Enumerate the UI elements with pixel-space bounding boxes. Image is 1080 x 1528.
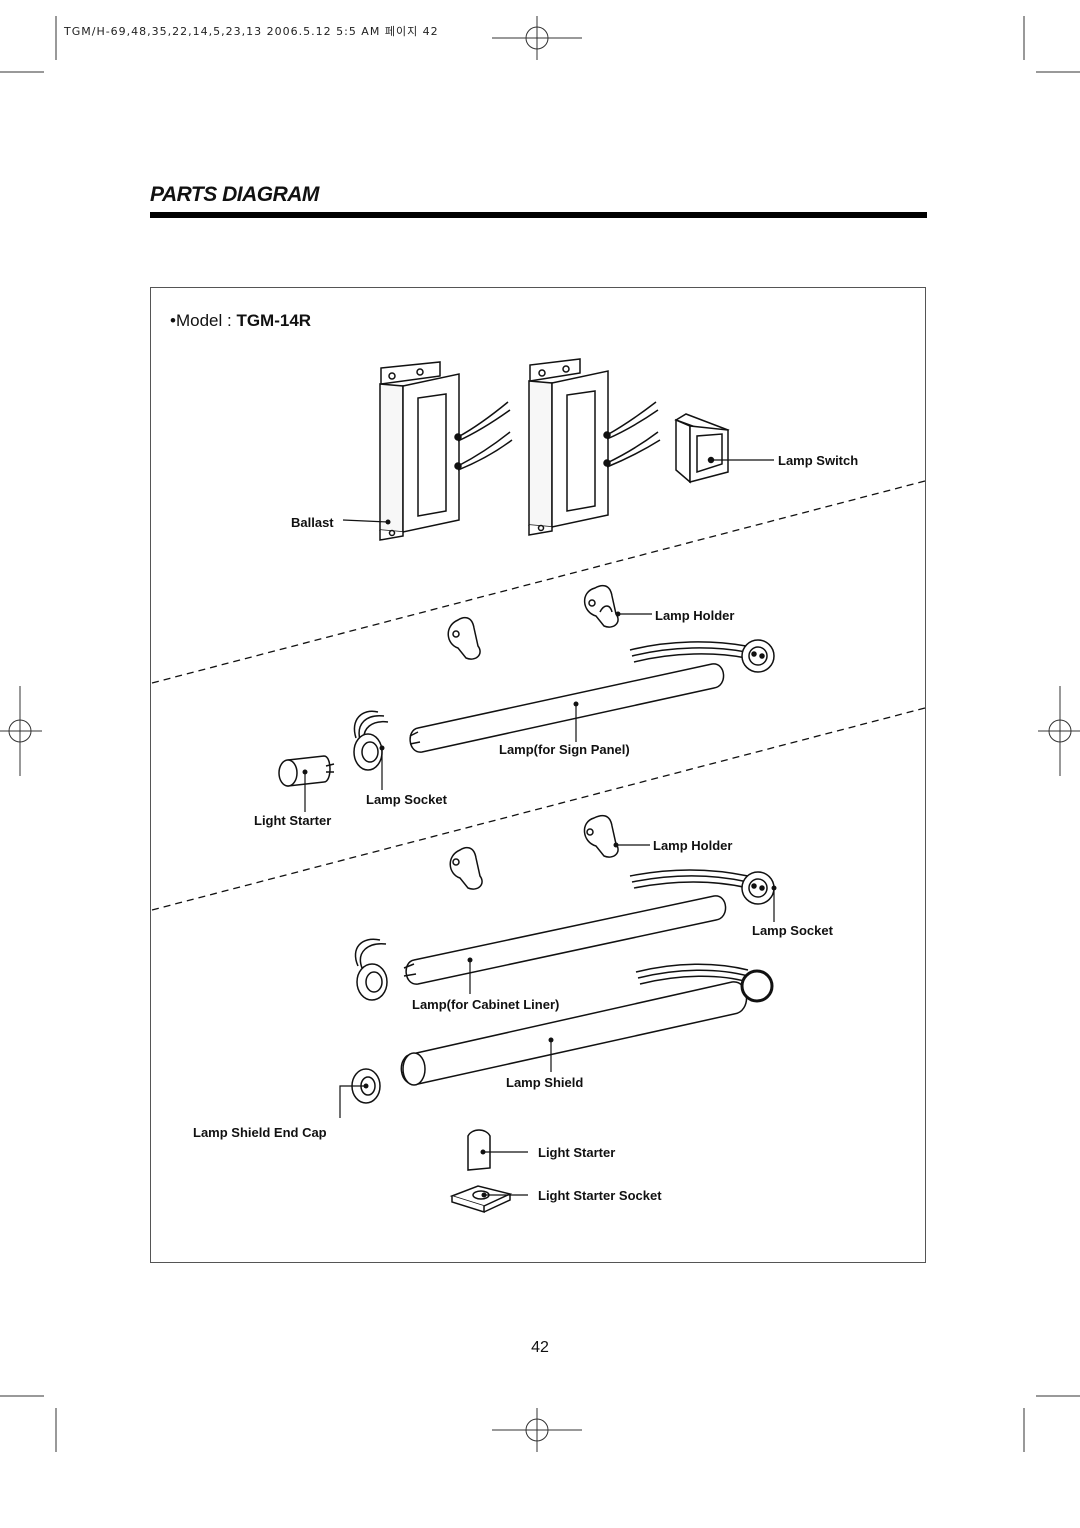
title-rule [150,212,927,218]
lamp-holder-1-label: Lamp Holder [655,608,734,623]
lamp-sign-panel-label: Lamp(for Sign Panel) [499,742,630,757]
diagram-frame [150,287,926,1263]
model-value: TGM-14R [236,311,312,330]
sign-panel-lamp-illustration [409,639,775,753]
lamp-socket-1-illustration [353,710,389,771]
lamp-holder-clip-1 [583,584,619,628]
lamp-switch-label: Lamp Switch [778,453,858,468]
lamp-holder-2-label: Lamp Holder [653,838,732,853]
page-title: PARTS DIAGRAM [150,183,319,206]
ballast-2-illustration [528,358,661,536]
lamp-holder-clip-4 [449,846,483,890]
section-divider-1 [151,480,926,684]
section-divider-2 [151,707,926,911]
lamp-socket-2-label: Lamp Socket [752,923,834,938]
lamp-switch-illustration [674,413,730,484]
page-number: 42 [531,1339,549,1356]
registration-mark-right [1038,719,1080,743]
ballast-label: Ballast [291,515,334,530]
light-starter-2-illustration [467,1129,491,1171]
lamp-socket-1-label: Lamp Socket [366,792,448,807]
light-starter-socket-label: Light Starter Socket [538,1188,662,1203]
crop-marks [0,16,1080,1452]
lamp-shield-end-cap-label: Lamp Shield End Cap [193,1125,327,1140]
registration-mark-bottom [492,1408,582,1452]
lamp-shield-label: Lamp Shield [506,1075,583,1090]
model-label: •Model : TGM-14R [170,311,311,331]
light-starter-2-label: Light Starter [538,1145,615,1160]
lamp-holder-clip-3 [583,814,619,858]
lamp-cabinet-liner-label: Lamp(for Cabinet Liner) [412,997,559,1012]
lamp-shield-illustration [400,963,774,1086]
model-prefix: •Model : [170,311,237,330]
light-starter-1-label: Light Starter [254,813,331,828]
cabinet-liner-lamp-illustration [354,895,727,1001]
registration-mark-top [492,16,582,60]
ballast-1-illustration [379,361,513,541]
lamp-socket-2-illustration [629,869,775,905]
lamp-holder-clip-2 [447,616,481,660]
light-starter-socket-illustration [449,1185,513,1214]
print-header: TGM/H-69,48,35,22,14,5,23,13 2006.5.12 5… [64,25,439,38]
registration-mark-left [0,719,42,743]
